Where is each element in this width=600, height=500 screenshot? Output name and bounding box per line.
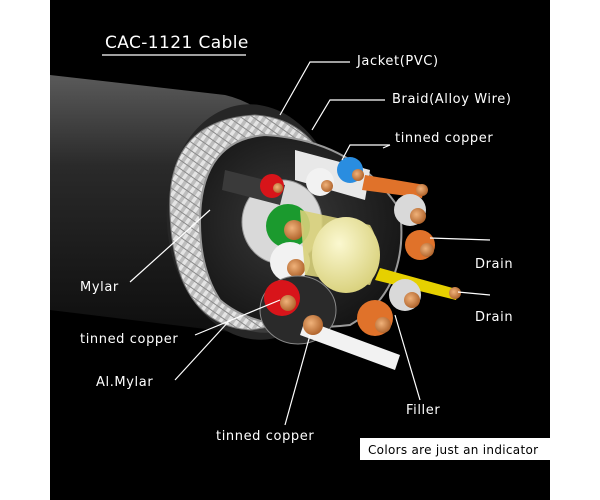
right-wire-cluster — [357, 194, 461, 336]
label-al-mylar: Al.Mylar — [96, 375, 153, 390]
label-drain-2: Drain — [475, 310, 513, 325]
diagram-panel: CAC-1121 Cable — [50, 0, 550, 500]
label-braid: Braid(Alloy Wire) — [392, 92, 512, 107]
label-mylar: Mylar — [80, 280, 119, 295]
leader-lines — [129, 61, 491, 426]
label-tinned-copper-top: tinned copper — [395, 131, 493, 146]
label-filler: Filler — [406, 403, 440, 418]
label-jacket: Jacket(PVC) — [356, 54, 439, 69]
top-wire-cluster — [222, 150, 428, 205]
label-tinned-copper-left: tinned copper — [80, 332, 178, 347]
red-white-pair — [259, 275, 400, 370]
diagram-title: CAC-1121 Cable — [105, 33, 249, 53]
filler-core — [300, 210, 380, 293]
label-tinned-copper-bottom: tinned copper — [216, 429, 314, 444]
note-box — [360, 438, 550, 460]
cable-cross-section-diagram: CAC-1121 Cable — [50, 33, 550, 460]
color-disclaimer-note: Colors are just an indicator — [368, 443, 538, 457]
wire-bundles — [222, 150, 461, 370]
label-drain-1: Drain — [475, 257, 513, 272]
